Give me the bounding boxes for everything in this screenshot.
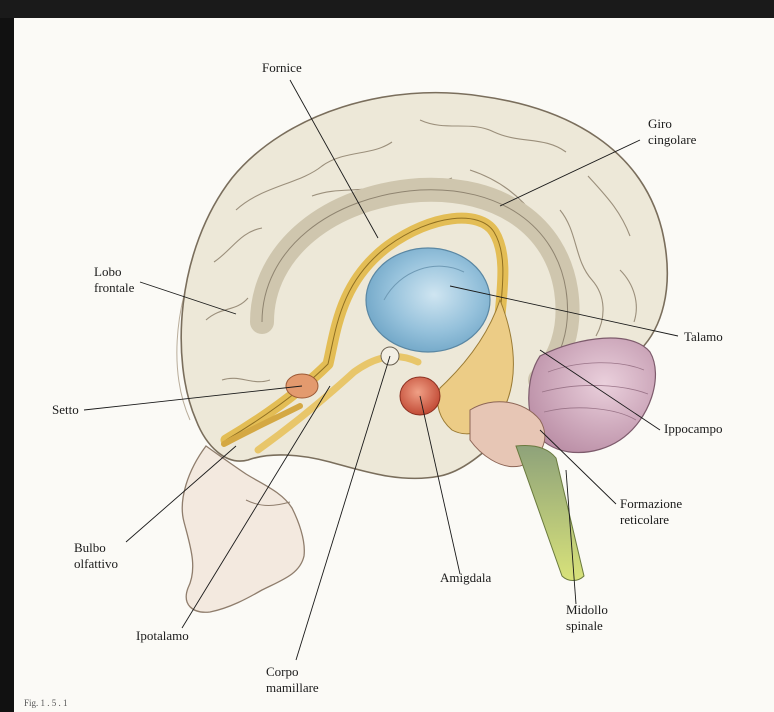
label-midollo-1: Midollo bbox=[566, 602, 608, 617]
spinal-cord bbox=[516, 446, 584, 581]
label-setto: Setto bbox=[52, 402, 79, 417]
label-ipotalamo: Ipotalamo bbox=[136, 628, 189, 643]
label-formazione-1: Formazione bbox=[620, 496, 682, 511]
label-midollo-2: spinale bbox=[566, 618, 603, 633]
label-fornice: Fornice bbox=[262, 60, 302, 75]
thalamus bbox=[366, 248, 490, 352]
face-profile bbox=[182, 446, 304, 612]
label-lobo-1: Lobo bbox=[94, 264, 121, 279]
label-lobo-2: frontale bbox=[94, 280, 135, 295]
figure-caption: Fig. 1 . 5 . 1 bbox=[24, 698, 68, 708]
label-talamo: Talamo bbox=[684, 329, 723, 344]
label-bulbo-2: olfattivo bbox=[74, 556, 118, 571]
label-giro-2: cingolare bbox=[648, 132, 697, 147]
label-amigdala: Amigdala bbox=[440, 570, 491, 585]
label-corpo-2: mamillare bbox=[266, 680, 319, 695]
label-ippocampo: Ippocampo bbox=[664, 421, 722, 436]
label-bulbo-1: Bulbo bbox=[74, 540, 106, 555]
label-corpo-1: Corpo bbox=[266, 664, 299, 679]
label-formazione-2: reticolare bbox=[620, 512, 669, 527]
label-giro-1: Giro bbox=[648, 116, 672, 131]
